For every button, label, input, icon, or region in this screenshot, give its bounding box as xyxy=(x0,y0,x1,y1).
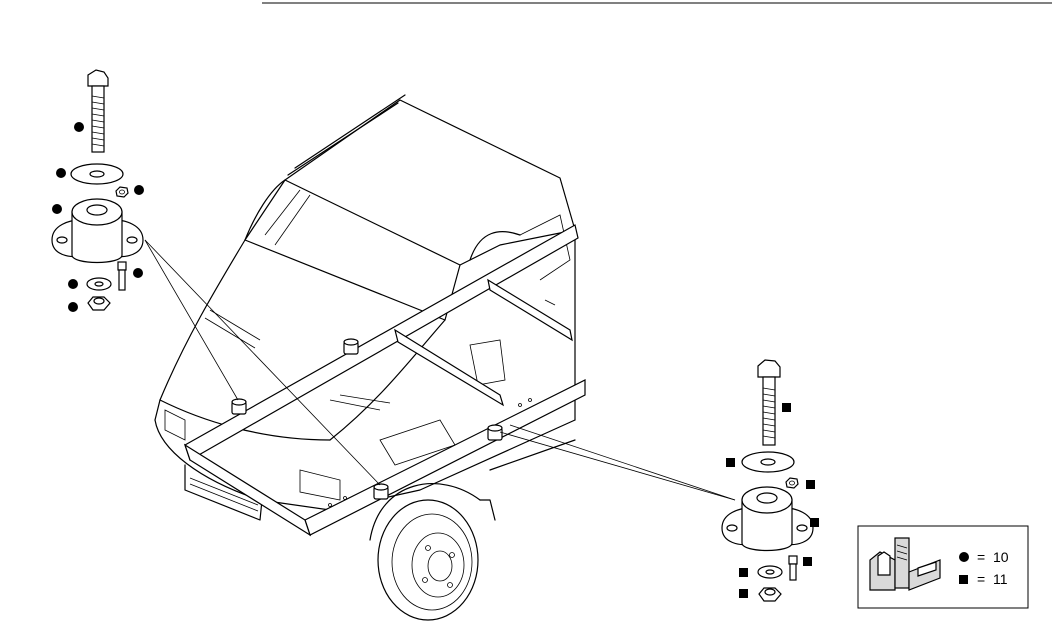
front-rubber-mount xyxy=(51,198,144,264)
rear-mount-exploded-view xyxy=(721,359,819,602)
front-washer xyxy=(70,163,124,185)
rear-small-bolt xyxy=(788,555,798,581)
marker-square-rubber-mount xyxy=(810,518,819,527)
legend-square-equals: = xyxy=(977,571,985,587)
marker-circle-bolt xyxy=(74,122,84,132)
front-small-bolt xyxy=(117,261,127,291)
legend-circle-value: 10 xyxy=(993,549,1009,565)
front-mount-exploded-view xyxy=(51,69,144,312)
legend-circle-marker xyxy=(959,552,969,562)
chassis-mount-front-left xyxy=(231,398,247,415)
rear-small-nut xyxy=(785,477,799,489)
marker-circle-lower-nut xyxy=(68,302,78,312)
marker-circle-washer xyxy=(56,168,66,178)
legend-square-value: 11 xyxy=(993,571,1008,587)
rear-washer xyxy=(741,451,795,473)
chassis-mount-mid-right xyxy=(487,424,503,441)
legend-circle-equals: = xyxy=(977,549,985,565)
marker-square-lower-washer xyxy=(739,568,748,577)
front-lower-nut xyxy=(87,296,111,311)
torque-legend: = 10 = 11 xyxy=(857,525,1029,609)
marker-square-washer xyxy=(726,458,735,467)
rear-lower-washer xyxy=(757,565,783,579)
marker-square-small-nut xyxy=(806,480,815,489)
front-small-nut xyxy=(115,186,129,198)
front-lower-washer xyxy=(86,277,112,291)
marker-square-bolt xyxy=(782,403,791,412)
marker-circle-lower-washer xyxy=(68,279,78,289)
rear-lower-nut xyxy=(758,587,782,602)
marker-circle-small-nut xyxy=(134,185,144,195)
chassis-mount-front-right xyxy=(373,483,389,500)
marker-square-lower-nut xyxy=(739,589,748,598)
chassis-mount-mid-left xyxy=(343,338,359,355)
front-bolt xyxy=(87,69,109,153)
torque-wrench-icon xyxy=(869,537,941,591)
legend-square-marker xyxy=(959,575,968,584)
leader-lines xyxy=(144,239,736,501)
marker-circle-small-bolt xyxy=(133,268,143,278)
rear-rubber-mount xyxy=(721,486,814,552)
rear-bolt xyxy=(757,359,781,446)
marker-circle-rubber-mount xyxy=(52,204,62,214)
marker-square-small-bolt xyxy=(803,557,812,566)
